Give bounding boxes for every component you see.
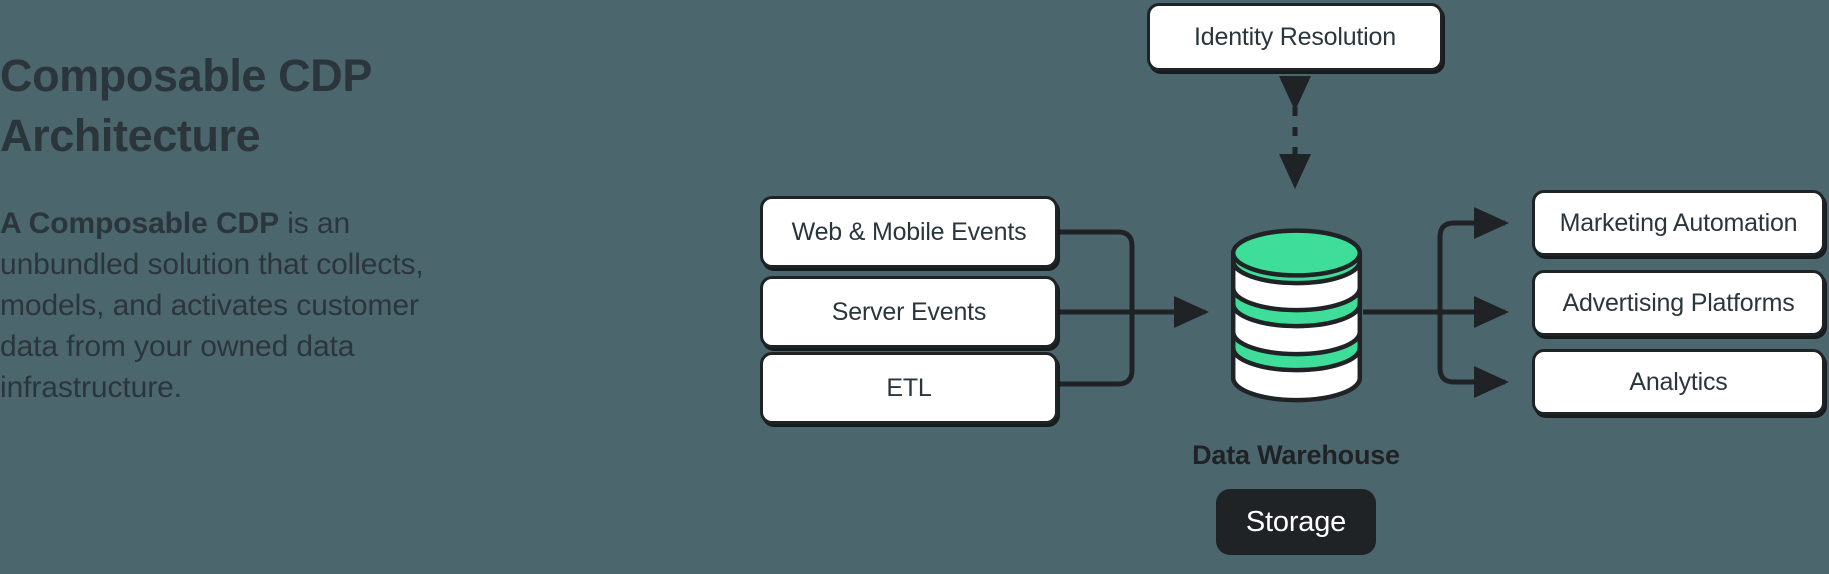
node-analytics[interactable]: Analytics [1532, 349, 1825, 415]
storage-badge-label: Storage [1245, 505, 1347, 538]
storage-badge: Storage [1216, 489, 1376, 555]
node-label: Marketing Automation [1559, 208, 1798, 237]
node-label: ETL [886, 373, 932, 402]
edge-sources-to-warehouse [1058, 229, 1210, 387]
copy-block: Composable CDP Architecture A Composable… [0, 46, 430, 408]
body-rest: is an unbundled solution that collects, … [0, 206, 424, 404]
node-web-mobile-events[interactable]: Web & Mobile Events [760, 196, 1058, 268]
node-label: Server Events [831, 297, 987, 326]
node-identity-resolution[interactable]: Identity Resolution [1147, 3, 1443, 71]
database-cylinder-icon [1230, 228, 1363, 416]
node-label: Identity Resolution [1194, 22, 1396, 51]
node-marketing-automation[interactable]: Marketing Automation [1532, 190, 1825, 256]
node-label: Web & Mobile Events [791, 217, 1027, 246]
node-etl[interactable]: ETL [760, 352, 1058, 424]
body-paragraph: A Composable CDP is an unbundled solutio… [0, 167, 430, 408]
data-warehouse-label: Data Warehouse [1192, 440, 1400, 470]
node-label: Analytics [1629, 367, 1728, 396]
page-title: Composable CDP Architecture [0, 50, 372, 162]
node-label: Advertising Platforms [1562, 288, 1795, 317]
body-lead: A Composable CDP [0, 206, 279, 240]
node-server-events[interactable]: Server Events [760, 276, 1058, 348]
node-advertising-platforms[interactable]: Advertising Platforms [1532, 270, 1825, 336]
edge-warehouse-to-destinations [1363, 206, 1510, 398]
